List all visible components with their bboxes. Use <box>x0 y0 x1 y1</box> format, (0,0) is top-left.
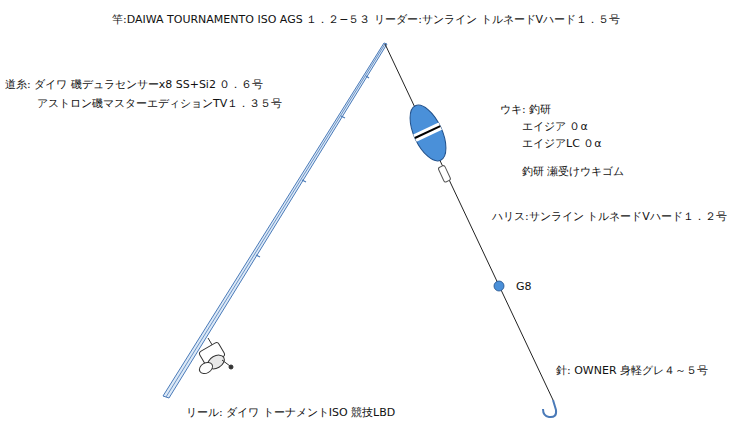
top-label-row: 竿:DAIWA TOURNAMENTO ISO AGS １．２−５３ リーダー:サ… <box>112 8 624 27</box>
part-label: エイジア ０α <box>522 120 588 134</box>
part-label: ウキ: 釣研 <box>500 103 551 117</box>
part-label: エイジアLC ０α <box>522 137 602 151</box>
part-label: アストロン磯マスターエディションTV１．３５号 <box>37 97 282 111</box>
part-label: G8 <box>516 280 532 294</box>
part-label: 道糸: ダイワ 磯デュラセンサーx8 SS+Si2 ０．６号 <box>5 78 263 92</box>
part-label: リール: ダイワ トーナメントISO 競技LBD <box>186 406 395 420</box>
float <box>403 100 454 166</box>
float-rubber <box>438 165 451 182</box>
hook <box>543 400 556 417</box>
part-label: 針: OWNER 身軽グレ４～５号 <box>556 364 708 378</box>
part-label: リーダー:サンライン トルネードVハード１．５号 <box>374 13 620 27</box>
part-label: ハリス:サンライン トルネードVハード１．２号 <box>492 210 727 224</box>
part-label: 竿:DAIWA TOURNAMENTO ISO AGS １．２−５３ <box>112 13 370 27</box>
rod <box>163 43 387 398</box>
sinker <box>494 281 504 291</box>
reel <box>197 338 233 376</box>
rod-line <box>166 44 385 397</box>
part-label: 釣研 瀬受けウキゴム <box>522 165 625 179</box>
